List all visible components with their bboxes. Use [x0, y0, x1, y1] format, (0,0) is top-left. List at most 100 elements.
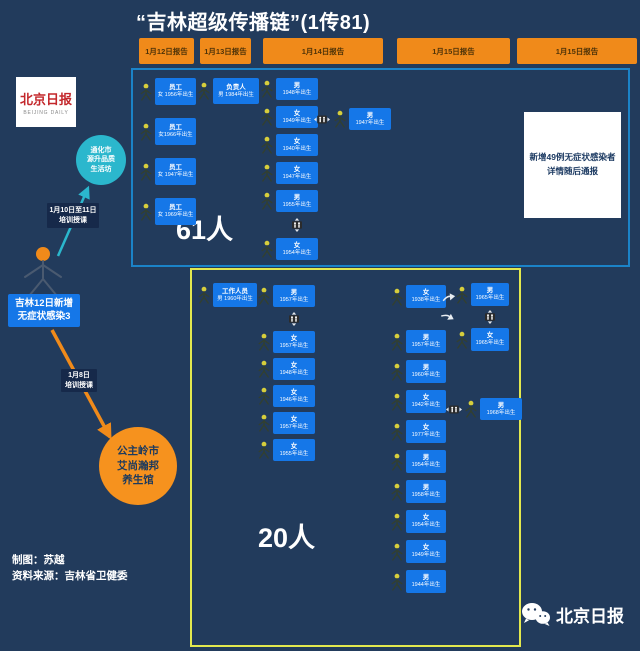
note-line: 详情随后通报 [546, 166, 598, 176]
couple-link-icon [291, 218, 303, 232]
person-icon [258, 333, 270, 351]
person-icon [140, 203, 152, 221]
venue-line: 艾尚瀚邦 [117, 459, 159, 472]
person-icon [258, 387, 270, 405]
couple-link-icon [446, 404, 462, 415]
person-label: 员工女 1956年出生 [155, 78, 196, 105]
edge-label-training-jan8: 1月8日 培训授课 [61, 369, 97, 392]
brand-footer: 北京日报 [521, 602, 624, 627]
person-icon [391, 573, 403, 591]
person-icon [258, 414, 270, 432]
person-icon [391, 543, 403, 561]
beijing-daily-logo: 北京日报 BEIJING DAILY [16, 77, 76, 127]
person-icon [391, 423, 403, 441]
venue-gongzhuling-circle: 公主岭市 艾尚瀚邦 养生馆 [99, 427, 177, 505]
person-node: 员工女1966年出生 [140, 118, 196, 145]
person-icon [140, 163, 152, 181]
person-icon [391, 288, 403, 306]
brand-name: 北京日报 [556, 607, 624, 626]
index-case-line: 无症状感染3 [17, 310, 71, 322]
person-node: 员工女 1947年出生 [140, 158, 196, 185]
person-node: 员工女 1969年出生 [140, 198, 196, 225]
person-icon [261, 164, 273, 182]
couple-link-icon [288, 312, 300, 326]
person-icon [334, 110, 346, 128]
person-node: 员工女 1956年出生 [140, 78, 196, 105]
report-date-button-jan15a: 1月15日报告 [397, 38, 510, 64]
person-icon [465, 400, 477, 418]
person-icon [258, 441, 270, 459]
person-node: 负责人男 1984年出生 [198, 78, 259, 104]
person-icon [391, 363, 403, 381]
person-icon [140, 123, 152, 141]
person-icon [261, 108, 273, 126]
cluster-20-count: 20人 [258, 523, 316, 553]
venue-line: 生活坊 [90, 165, 112, 173]
note-box-49-cases: 新增49例无症状感染者 详情随后通报 [524, 112, 621, 218]
cluster-61-column-staff: 员工女 1956年出生员工女1966年出生员工女 1947年出生员工女 1969… [140, 78, 196, 225]
arrow-icon [441, 289, 457, 309]
note-line: 新增49例无症状感染者 [529, 152, 616, 163]
logo-chinese-text: 北京日报 [19, 91, 72, 107]
person-icon [261, 192, 273, 210]
edge-label-line: 培训授课 [65, 381, 93, 389]
person-icon [261, 240, 273, 258]
report-date-button-jan15b: 1月15日报告 [517, 38, 637, 64]
person-node: 工作人员男 1960年出生 [198, 283, 257, 307]
index-case-figure-icon [20, 246, 66, 303]
index-case-box: 吉林12日新增 无症状感染3 [8, 294, 80, 327]
person-icon [456, 286, 468, 304]
person-label: 员工女1966年出生 [155, 118, 196, 145]
logo-english-text: BEIJING DAILY [23, 109, 69, 116]
credits-block: 制图：苏越 资料来源：吉林省卫健委 [12, 553, 128, 585]
venue-line: 养生馆 [122, 474, 154, 487]
venue-line: 源升品质 [87, 156, 115, 164]
person-label: 工作人员男 1960年出生 [213, 283, 257, 307]
cluster-61-box: 61人 员工女 1956年出生员工女1966年出生员工女 1947年出生员工女 … [131, 68, 630, 267]
